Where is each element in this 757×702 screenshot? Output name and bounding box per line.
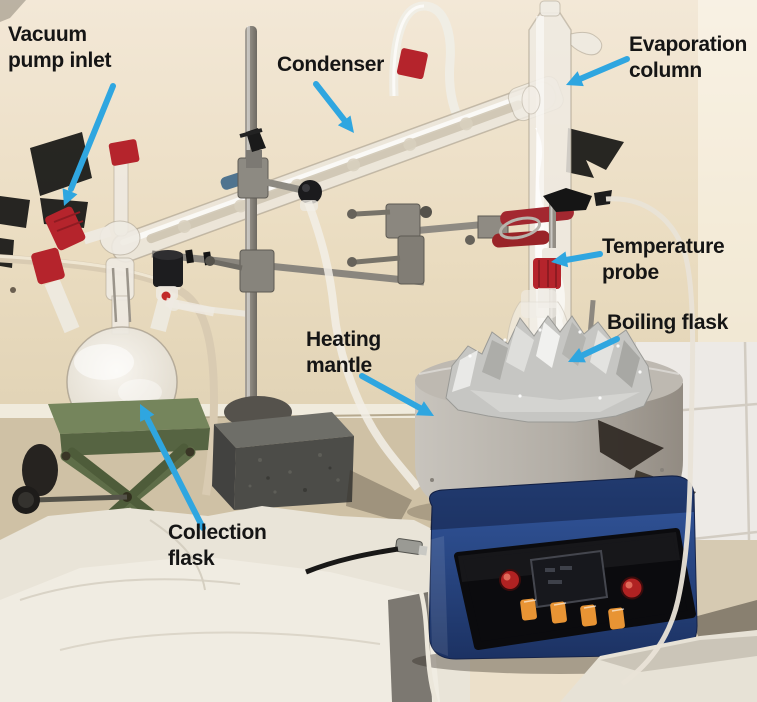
probe-cable <box>605 196 696 687</box>
condenser-arrow <box>313 81 354 133</box>
label-vacuum-pump-inlet: Vacuum pump inlet <box>8 23 112 72</box>
temperature-probe-arrow <box>551 251 603 268</box>
boiling-flask-foil <box>445 290 653 423</box>
collection-flask-glass <box>31 247 215 438</box>
collection-flask-arrow <box>140 404 206 531</box>
stand-clamp-lower <box>205 249 275 293</box>
boiling-flask-arrow <box>568 336 620 363</box>
panel-keys <box>520 598 625 630</box>
panel-button-left <box>499 569 521 591</box>
condenser-tube <box>111 76 564 263</box>
label-evaporation-column: Evaporation column <box>629 33 748 82</box>
brick-weight <box>212 412 412 522</box>
tubing-drain <box>304 200 422 491</box>
heating-mantle-arrow <box>359 373 434 416</box>
evaporation-column-arrow <box>566 56 630 87</box>
vacuum-pump-inlet-arrow <box>62 83 116 206</box>
paper-towels <box>0 506 470 702</box>
cables <box>305 196 757 702</box>
panel-display <box>529 549 609 609</box>
stand-clamp-upper <box>220 128 322 211</box>
label-collection-flask: Collection flask <box>168 521 267 570</box>
tubing-loop-top <box>389 1 466 129</box>
label-heating-mantle: Heating mantle <box>306 328 381 377</box>
label-temperature-probe: Temperature probe <box>602 235 725 284</box>
label-condenser: Condenser <box>277 53 384 76</box>
annotation-arrows <box>62 56 630 531</box>
panel-button-right <box>620 576 644 600</box>
label-boiling-flask: Boiling flask <box>607 311 728 334</box>
vacuum-adapter <box>45 139 141 256</box>
